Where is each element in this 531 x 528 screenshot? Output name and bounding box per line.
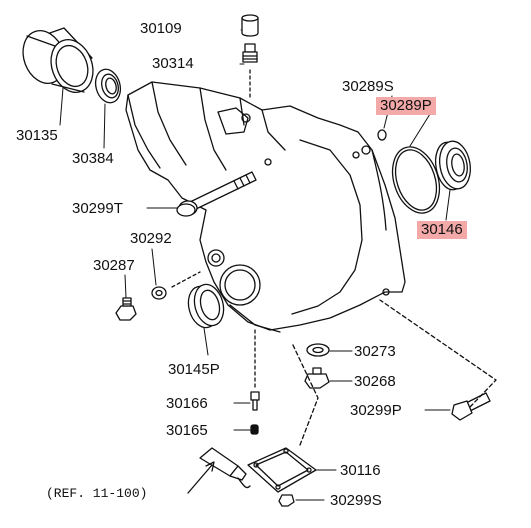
- label-30299T: 30299T: [72, 200, 123, 217]
- seal-30146-drawing: [434, 140, 471, 191]
- label-30109: 30109: [140, 20, 182, 37]
- label-30299P: 30299P: [350, 402, 402, 419]
- ref-label: (REF. 11-100): [46, 486, 148, 501]
- switch-30166-drawing: [250, 329, 260, 411]
- housing-drawing: [125, 81, 406, 333]
- label-30289S: 30289S: [342, 78, 394, 95]
- bolt-30299S-drawing: [278, 494, 295, 507]
- bolt-30299T-drawing: [176, 171, 257, 217]
- part-30165-drawing: [250, 424, 259, 435]
- seal-30145P-drawing: [187, 283, 225, 329]
- oring-30289S-drawing: [377, 129, 387, 141]
- label-30314: 30314: [152, 55, 194, 72]
- label-30287: 30287: [93, 257, 135, 274]
- plug-30287-drawing: [115, 297, 137, 321]
- plug-30109-drawing: [241, 14, 259, 37]
- label-30289P: 30289P: [376, 97, 436, 115]
- washer-30292-drawing: [151, 271, 201, 300]
- label-30273: 30273: [354, 343, 396, 360]
- label-30145P: 30145P: [168, 361, 220, 378]
- label-30292: 30292: [130, 230, 172, 247]
- bolt-30299P-drawing: [379, 299, 497, 421]
- label-30146: 30146: [417, 221, 467, 239]
- sealant-tube-drawing: [199, 447, 251, 489]
- breather-30314-drawing: [242, 43, 258, 99]
- label-30165: 30165: [166, 422, 208, 439]
- label-30299S: 30299S: [330, 492, 382, 509]
- label-30384: 30384: [72, 150, 114, 167]
- sleeve-30135-drawing: [22, 27, 94, 93]
- label-30166: 30166: [166, 395, 208, 412]
- ref-arrow-drawing: [187, 461, 215, 494]
- seal-30384-drawing: [94, 68, 122, 104]
- label-30116: 30116: [340, 462, 381, 479]
- label-30268: 30268: [354, 373, 396, 390]
- label-30135: 30135: [16, 127, 58, 144]
- washer-30273-drawing: [306, 343, 330, 357]
- cover-30116-drawing: [247, 342, 319, 493]
